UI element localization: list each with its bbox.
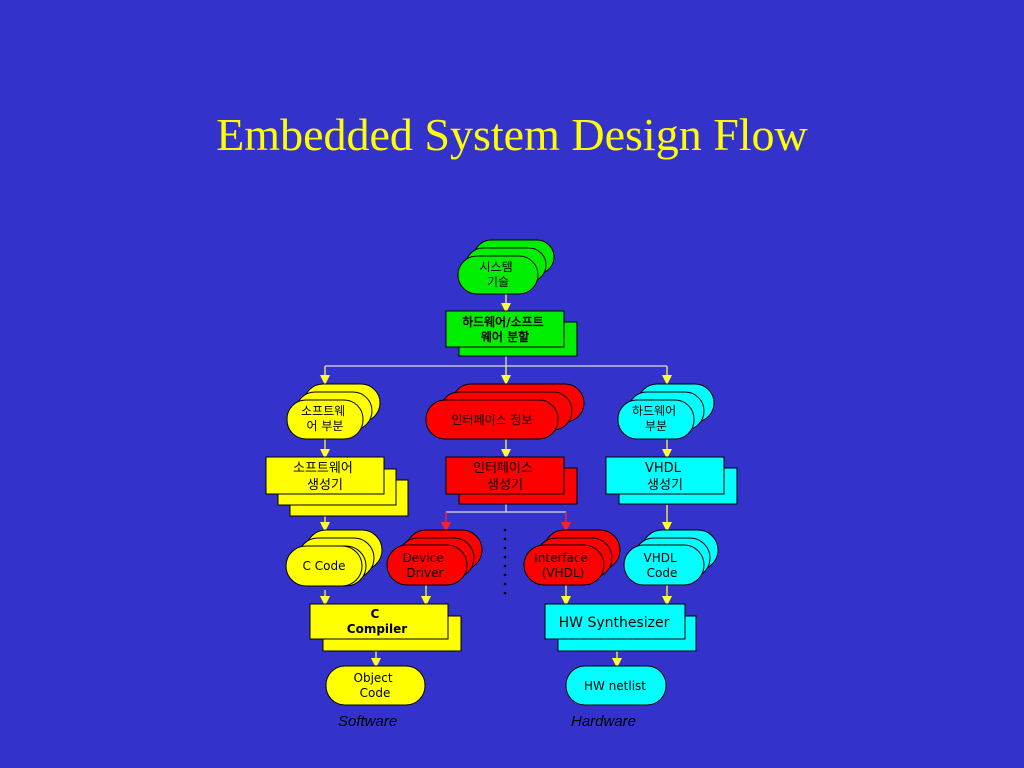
svg-text:소프트웨 어 부분: 소프트웨 어 부분 [301, 404, 349, 433]
vhdl-code-line1: VHDL [644, 551, 677, 565]
svg-text:인터페이스 생성기: 인터페이스 생성기 [473, 461, 537, 493]
software-part-line2: 어 부분 [307, 419, 344, 433]
svg-text:소프트웨어 생성기: 소프트웨어 생성기 [293, 461, 357, 493]
node-hw-netlist: HW netlist [565, 665, 667, 706]
object-code-line2: Code [360, 686, 391, 700]
software-part-line1: 소프트웨 [301, 404, 345, 418]
device-driver-line1: Device [403, 551, 444, 565]
svg-text:VHDL 생성기: VHDL 생성기 [645, 461, 685, 493]
system-description-line1: 시스템 [480, 260, 513, 274]
hw-sw-partition-line2: 웨어 분할 [481, 329, 529, 344]
svg-text:VHDL Code: VHDL Code [644, 551, 681, 580]
hw-synthesizer-label: HW Synthesizer [559, 615, 670, 631]
interface-vhdl-line1: Interface [534, 551, 588, 565]
node-hw-synthesizer: HW Synthesizer [544, 603, 697, 652]
sw-generator-line2: 생성기 [307, 478, 343, 493]
node-interface-vhdl: Interface (VHDL) [523, 529, 621, 586]
caption-software: Software [338, 713, 398, 730]
node-c-compiler: C Compiler [309, 603, 462, 652]
svg-text:하드웨어/소프트 웨어 분할: 하드웨어/소프트 웨어 분할 [462, 314, 548, 344]
node-hw-sw-partition: 하드웨어/소프트 웨어 분할 [445, 310, 578, 357]
node-vhdl-code: VHDL Code [623, 529, 719, 586]
hw-sw-partition-line1: 하드웨어/소프트 [462, 314, 544, 329]
vhdl-generator-line1: VHDL [645, 461, 682, 476]
node-interface-info: 인터페이스 정보 [425, 383, 585, 440]
node-software-part: 소프트웨 어 부분 [286, 383, 381, 440]
svg-text:C Code: C Code [303, 559, 346, 573]
svg-text:Object Code: Object Code [354, 671, 397, 700]
svg-text:시스템 기술: 시스템 기술 [480, 260, 517, 289]
object-code-line1: Object [354, 671, 393, 685]
vhdl-generator-line2: 생성기 [647, 478, 683, 493]
interface-generator-line2: 생성기 [487, 478, 523, 493]
c-compiler-line1: C [371, 607, 380, 621]
node-hardware-part: 하드웨어 부분 [617, 383, 715, 440]
sw-generator-line1: 소프트웨어 [293, 461, 353, 476]
svg-text:HW Synthesizer: HW Synthesizer [559, 615, 670, 631]
node-interface-generator: 인터페이스 생성기 [445, 456, 578, 505]
interface-vhdl-line2: (VHDL) [542, 566, 585, 580]
svg-text:Interface (VHDL): Interface (VHDL) [534, 551, 592, 580]
node-c-code: C Code [285, 529, 383, 587]
hardware-part-line2: 부분 [645, 419, 667, 433]
node-object-code: Object Code [325, 665, 426, 706]
svg-text:HW netlist: HW netlist [584, 679, 646, 693]
interface-generator-line1: 인터페이스 [473, 461, 533, 476]
c-code-label: C Code [303, 559, 346, 573]
system-description-line2: 기술 [487, 275, 509, 289]
node-vhdl-generator: VHDL 생성기 [605, 456, 738, 505]
svg-text:인터페이스 정보: 인터페이스 정보 [451, 413, 532, 427]
interface-info-label: 인터페이스 정보 [451, 413, 532, 427]
svg-text:하드웨어 부분: 하드웨어 부분 [632, 404, 680, 433]
caption-hardware: Hardware [571, 713, 637, 730]
hardware-part-line1: 하드웨어 [632, 404, 676, 418]
svg-text:C Compiler: C Compiler [347, 607, 408, 636]
vhdl-code-line2: Code [647, 566, 678, 580]
svg-text:Device Driver: Device Driver [403, 551, 448, 580]
node-sw-generator: 소프트웨어 생성기 [265, 456, 409, 517]
slide-title: Embedded System Design Flow [216, 109, 808, 160]
hw-netlist-label: HW netlist [584, 679, 646, 693]
device-driver-line2: Driver [407, 566, 444, 580]
dotted-separator [503, 528, 507, 595]
node-system-description: 시스템 기술 [457, 239, 555, 295]
node-device-driver: Device Driver [386, 529, 483, 586]
c-compiler-line2: Compiler [347, 622, 408, 636]
